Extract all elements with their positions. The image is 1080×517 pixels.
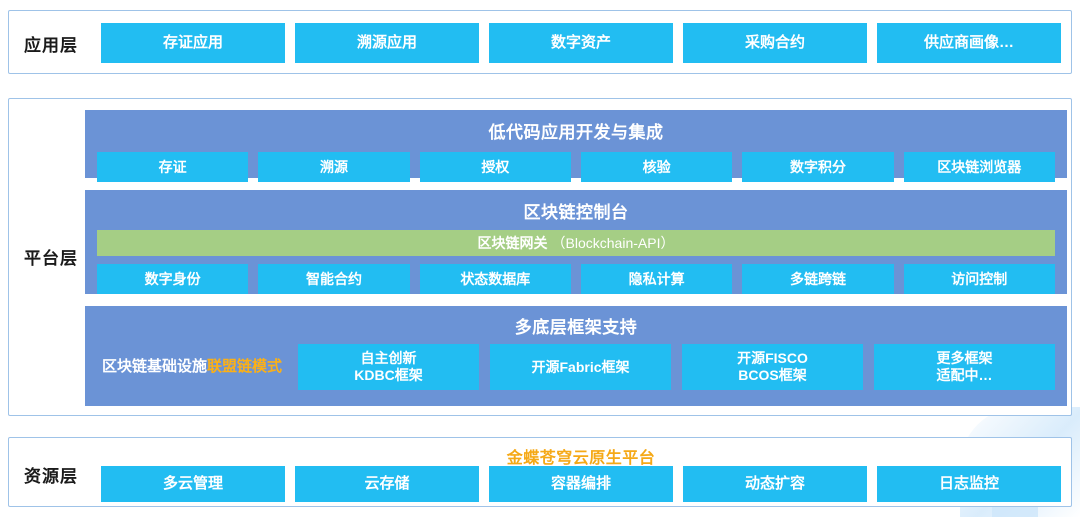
blockchain-gateway-label: 区块链网关 [477, 235, 548, 251]
app-chip-supplier-profile[interactable]: 供应商画像… [877, 23, 1061, 63]
lowcode-panel-items: 存证 溯源 授权 核验 数字积分 区块链浏览器 [85, 152, 1067, 182]
lowcode-chip-digital-points[interactable]: 数字积分 [742, 152, 894, 182]
blockchain-gateway-bar: 区块链网关 （Blockchain-API） [97, 230, 1055, 256]
application-layer-items: 存证应用 溯源应用 数字资产 采购合约 供应商画像… [101, 23, 1061, 63]
blockchain-console-title: 区块链控制台 [523, 203, 629, 222]
lowcode-chip-authorization[interactable]: 授权 [419, 152, 571, 182]
resource-layer-items: 多云管理 云存储 容器编排 动态扩容 日志监控 [101, 466, 1061, 502]
console-chip-smart-contract[interactable]: 智能合约 [258, 264, 410, 294]
framework-chip-more[interactable]: 更多框架适配中… [874, 344, 1055, 390]
console-chip-privacy-computing[interactable]: 隐私计算 [580, 264, 733, 294]
infra-label-highlight: 联盟链模式 [207, 357, 283, 375]
lowcode-chip-verification[interactable]: 核验 [580, 152, 733, 182]
lowcode-chip-blockchain-explorer[interactable]: 区块链浏览器 [903, 152, 1055, 182]
resource-layer: 资源层 金蝶苍穹云原生平台 多云管理 云存储 容器编排 动态扩容 日志监控 [8, 437, 1072, 507]
blockchain-console-panel: 区块链控制台 区块链网关 （Blockchain-API） 数字身份 智能合约 … [85, 190, 1067, 294]
infra-label-plain: 区块链基础设施 [101, 357, 207, 375]
resource-chip-log-monitoring[interactable]: 日志监控 [877, 466, 1061, 502]
resource-chip-multicloud[interactable]: 多云管理 [101, 466, 285, 502]
resource-chip-cloud-storage[interactable]: 云存储 [295, 466, 479, 502]
lowcode-chip-cunzheng[interactable]: 存证 [97, 152, 249, 182]
lowcode-panel: 低代码应用开发与集成 存证 溯源 授权 核验 数字积分 区块链浏览器 [85, 110, 1067, 182]
console-chip-access-control[interactable]: 访问控制 [903, 264, 1055, 294]
application-layer: 应用层 存证应用 溯源应用 数字资产 采购合约 供应商画像… [8, 10, 1072, 74]
platform-layer-label: 平台层 [24, 249, 78, 268]
resource-layer-title: 金蝶苍穹云原生平台 [506, 450, 656, 467]
resource-chip-container-orchestration[interactable]: 容器编排 [489, 466, 673, 502]
console-chip-digital-identity[interactable]: 数字身份 [97, 264, 249, 294]
app-chip-suyuan[interactable]: 溯源应用 [295, 23, 479, 63]
app-chip-digital-asset[interactable]: 数字资产 [489, 23, 673, 63]
framework-chip-fabric[interactable]: 开源Fabric框架 [490, 344, 671, 390]
app-chip-cunzheng[interactable]: 存证应用 [101, 23, 285, 63]
console-chip-state-database[interactable]: 状态数据库 [419, 264, 571, 294]
blockchain-console-items: 数字身份 智能合约 状态数据库 隐私计算 多链跨链 访问控制 [85, 264, 1067, 294]
blockchain-gateway-api-label: （Blockchain-API） [551, 235, 675, 251]
console-chip-cross-chain[interactable]: 多链跨链 [742, 264, 894, 294]
app-chip-procurement-contract[interactable]: 采购合约 [683, 23, 867, 63]
framework-support-title: 多底层框架支持 [514, 318, 638, 337]
resource-chip-dynamic-scaling[interactable]: 动态扩容 [683, 466, 867, 502]
lowcode-panel-title: 低代码应用开发与集成 [488, 123, 664, 142]
blockchain-infrastructure-label: 区块链基础设施联盟链模式 [97, 358, 287, 377]
application-layer-label: 应用层 [24, 36, 78, 55]
lowcode-chip-suyuan[interactable]: 溯源 [258, 152, 410, 182]
resource-layer-label: 资源层 [24, 467, 78, 486]
